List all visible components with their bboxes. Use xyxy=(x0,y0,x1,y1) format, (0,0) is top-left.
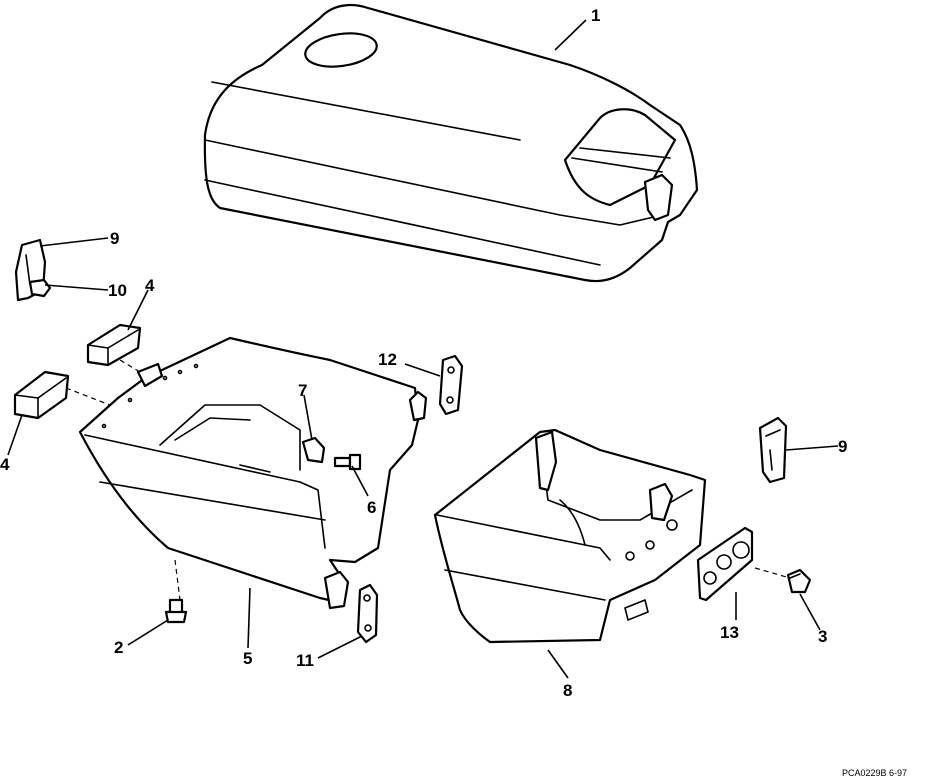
callout-9-right: 9 xyxy=(838,437,847,456)
callout-1: 1 xyxy=(591,6,600,25)
lower-cover-left xyxy=(78,336,428,610)
callout-4-upper: 4 xyxy=(145,276,155,295)
callout-5: 5 xyxy=(243,649,252,668)
plug-3 xyxy=(786,568,812,594)
rubber-block-lower xyxy=(13,370,70,420)
plate-13 xyxy=(696,526,754,602)
screw-2 xyxy=(164,598,188,624)
callout-6: 6 xyxy=(367,498,376,517)
callout-13: 13 xyxy=(720,623,739,642)
latch-right xyxy=(758,416,788,484)
clip-nut xyxy=(301,436,326,464)
screw-6 xyxy=(333,453,362,471)
callout-12: 12 xyxy=(378,350,397,369)
bracket-12 xyxy=(438,354,464,416)
lower-cover-right xyxy=(433,428,707,644)
callout-2: 2 xyxy=(114,638,123,657)
callout-11: 11 xyxy=(296,651,314,670)
callout-3: 3 xyxy=(818,627,827,646)
callout-4-lower: 4 xyxy=(0,455,10,474)
callout-7: 7 xyxy=(298,381,307,400)
callout-9-left: 9 xyxy=(110,229,119,248)
top-cowl xyxy=(203,3,699,283)
bracket-11 xyxy=(356,583,379,644)
drawing-code: PCA0229B 6-97 xyxy=(842,768,907,778)
callout-8: 8 xyxy=(563,681,572,700)
callout-10: 10 xyxy=(108,281,127,300)
latch-left xyxy=(14,238,52,302)
rubber-block-upper xyxy=(86,323,142,367)
